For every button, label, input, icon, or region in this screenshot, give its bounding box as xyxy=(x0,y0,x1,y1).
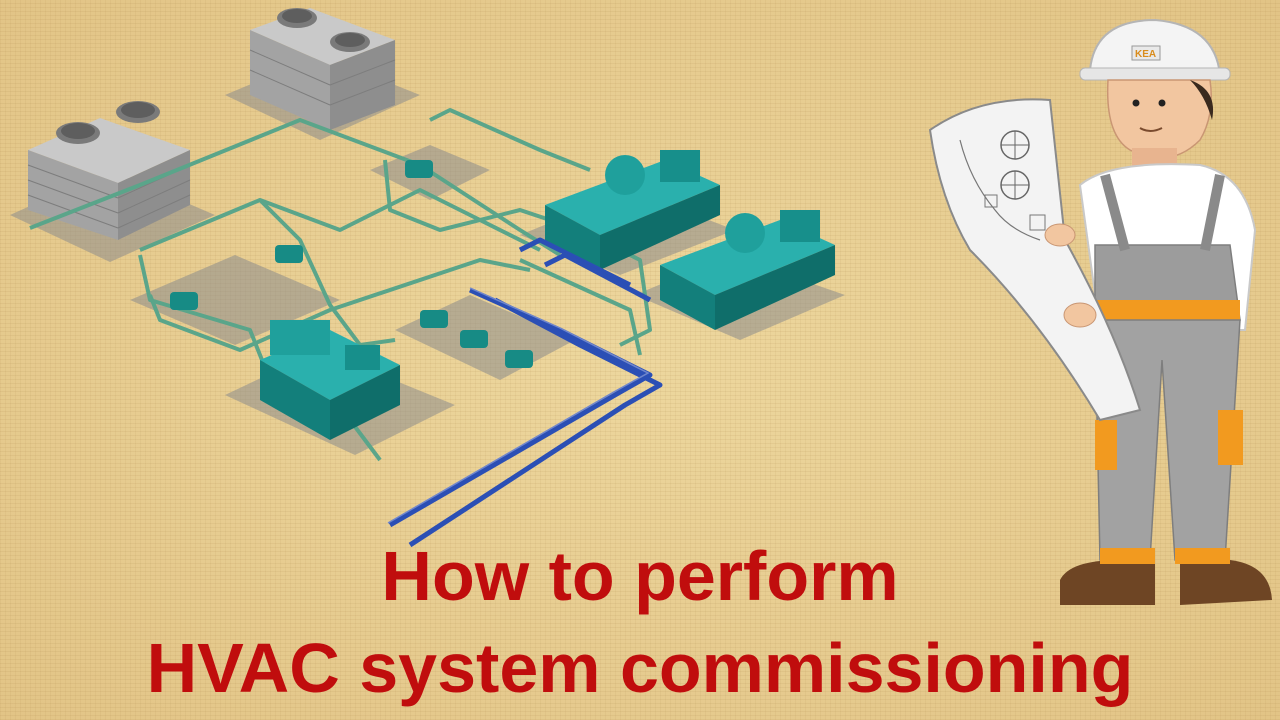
chiller-icon xyxy=(660,210,835,330)
helmet-icon: KEA xyxy=(1079,18,1231,81)
engineer-with-blueprint-icon: KEA xyxy=(928,18,1272,605)
chiller-icon xyxy=(260,320,400,440)
cooling-tower-icon xyxy=(249,8,396,130)
helmet-logo: KEA xyxy=(1135,49,1156,60)
blueprint-icon xyxy=(928,98,1142,422)
title-line-1: How to perform xyxy=(381,537,899,615)
title-line-2: HVAC system commissioning xyxy=(146,629,1134,707)
hvac-plant-illustration xyxy=(10,8,845,548)
chiller-icon xyxy=(545,150,720,270)
pump-icon xyxy=(170,160,533,368)
